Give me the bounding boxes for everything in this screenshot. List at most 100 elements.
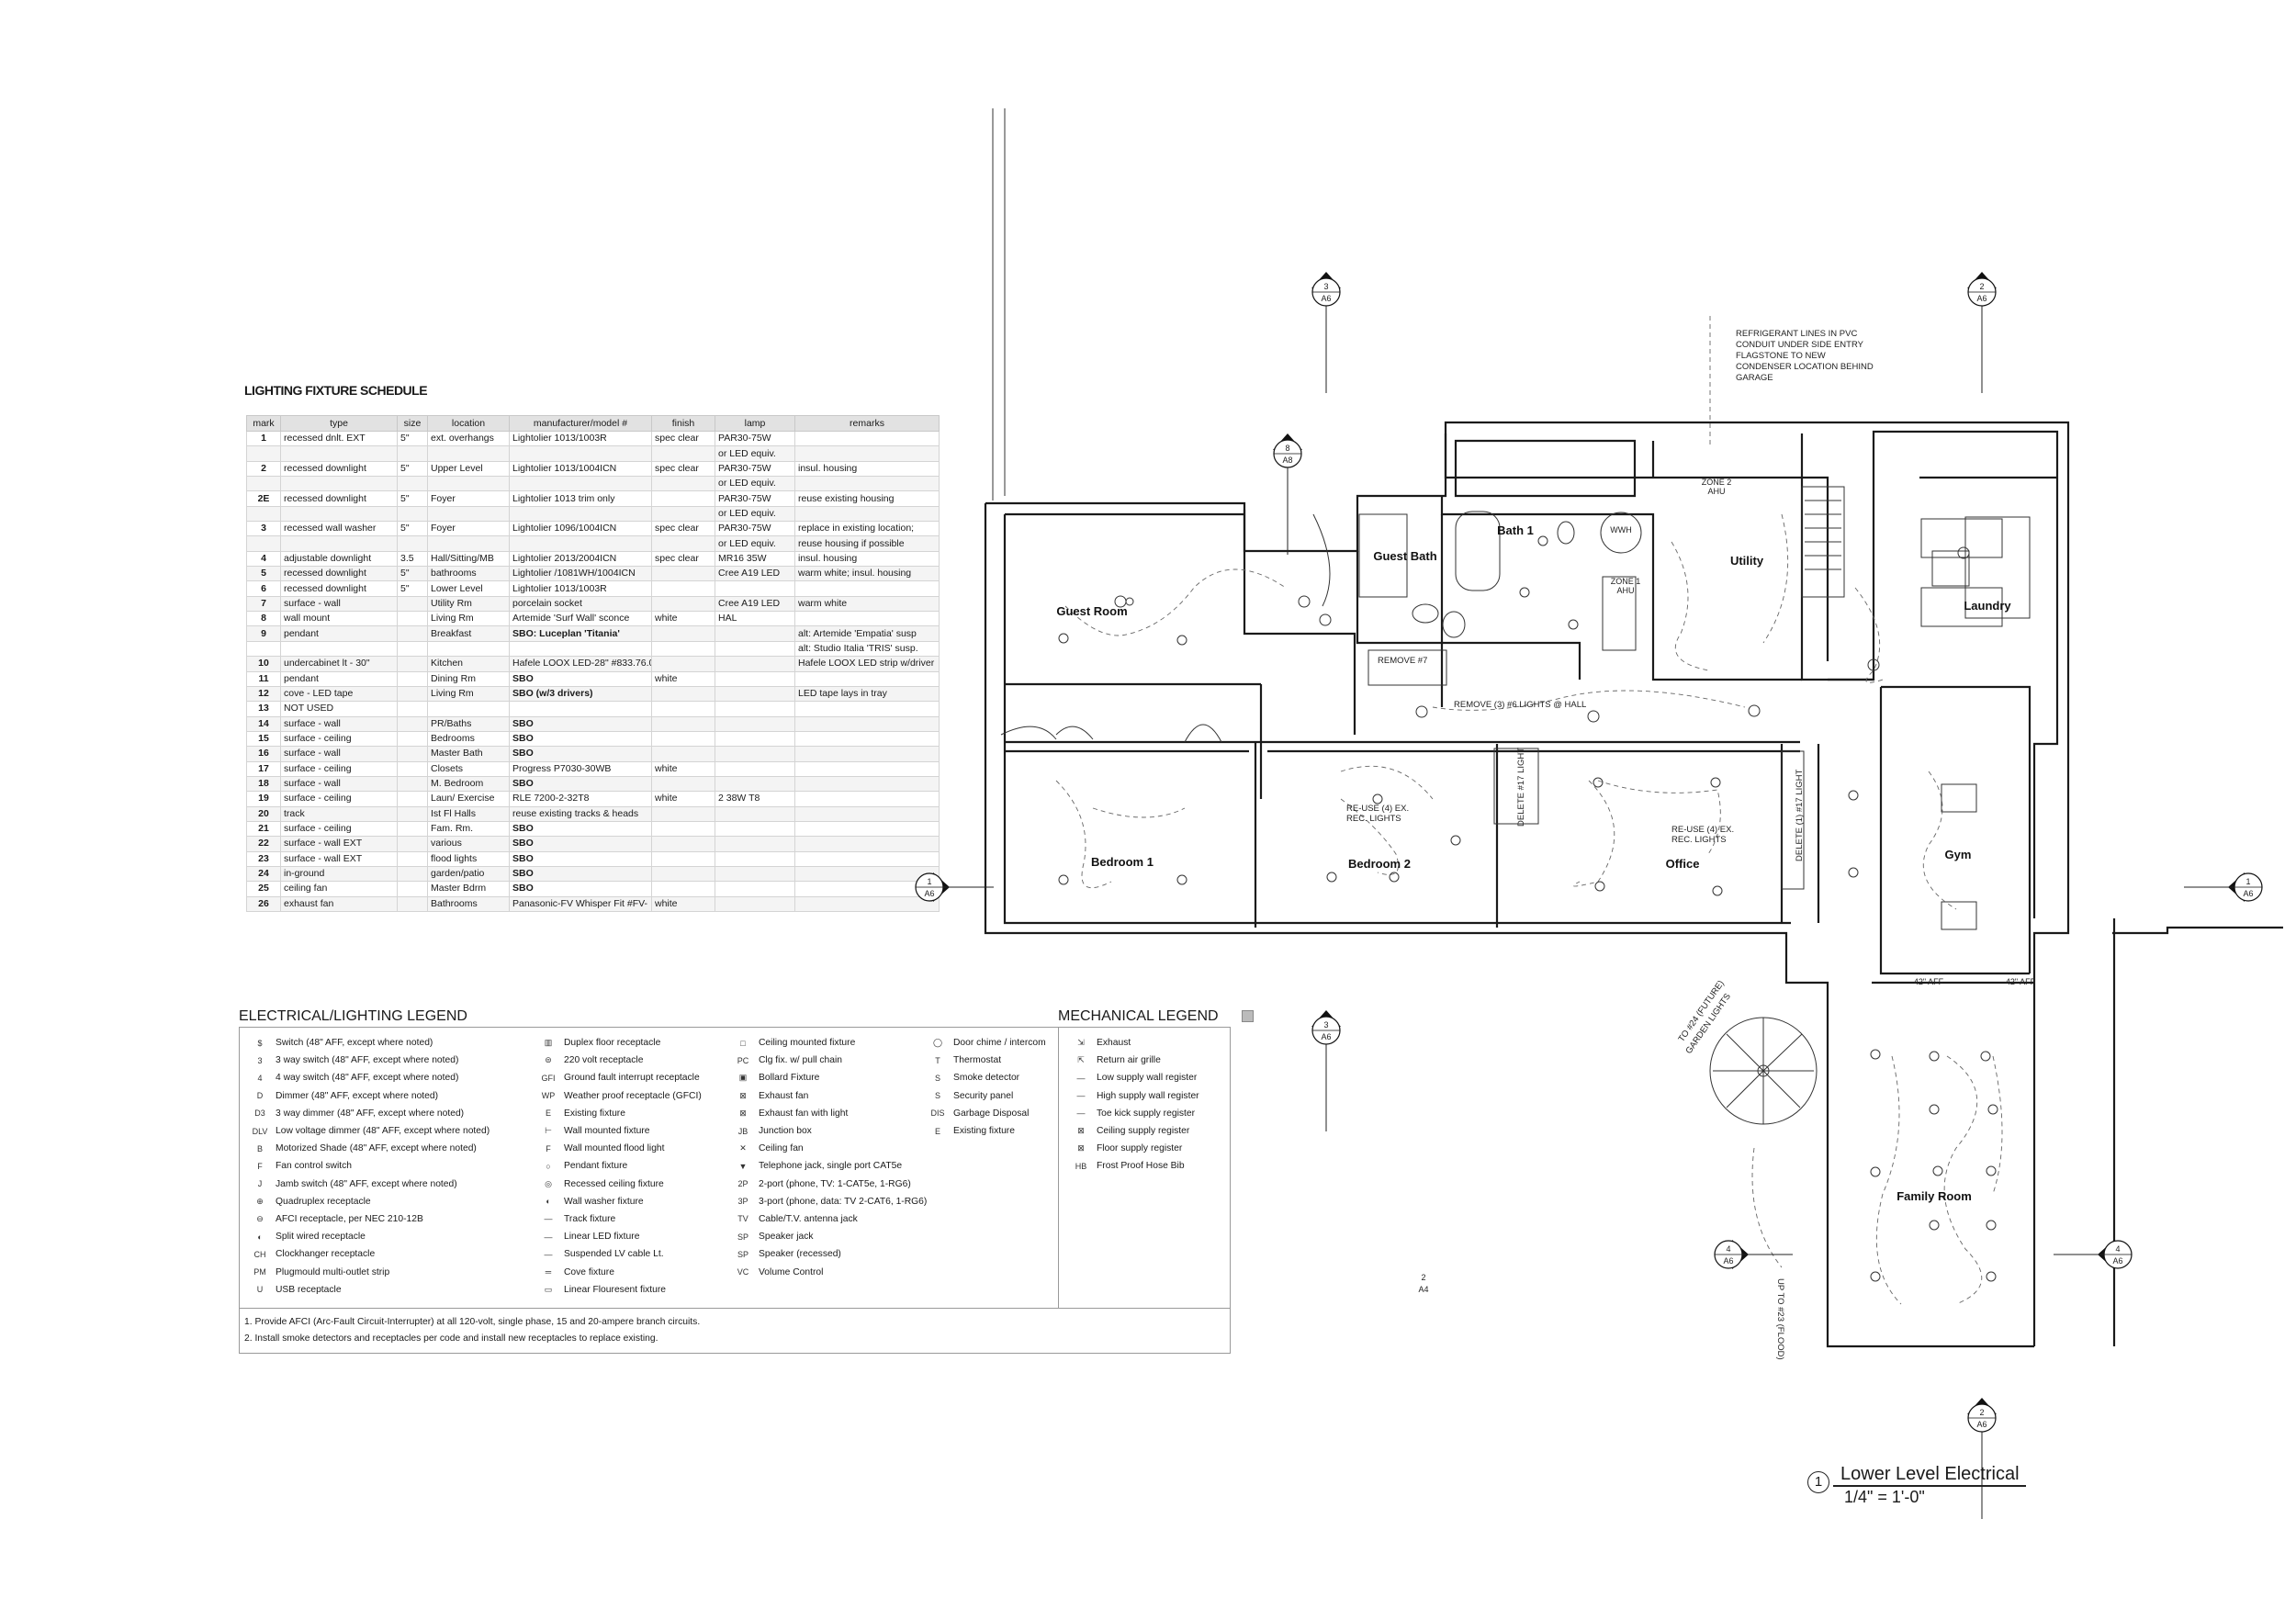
section-tag-sheet: A6 bbox=[2243, 889, 2253, 898]
legend-item: ○Pendant fixture bbox=[533, 1157, 702, 1175]
schedule-cell: undercabinet lt - 30" bbox=[280, 656, 398, 672]
legend-item: ▥Duplex floor receptacle bbox=[533, 1034, 702, 1052]
legend-symbol-icon: ▣ bbox=[738, 1073, 748, 1083]
legend-symbol-icon: WP bbox=[541, 1091, 556, 1101]
legend-item: —High supply wall register bbox=[1065, 1087, 1199, 1105]
remove-7-note: REMOVE #7 bbox=[1378, 656, 1427, 666]
legend-item: ⇱Return air grille bbox=[1065, 1052, 1199, 1069]
section-tag-number: 8 bbox=[1285, 444, 1289, 453]
legend-symbol-icon: ═ bbox=[545, 1267, 552, 1277]
legend-label: Low voltage dimmer (48" AFF, except wher… bbox=[276, 1126, 490, 1137]
schedule-cell: 16 bbox=[246, 746, 281, 762]
schedule-cell: 2 38W T8 bbox=[715, 791, 795, 807]
legend-note-1: 1. Provide AFCI (Arc-Fault Circuit-Inter… bbox=[244, 1317, 701, 1327]
legend-symbol-icon: ○ bbox=[546, 1161, 551, 1171]
schedule-cell: MR16 35W bbox=[715, 550, 795, 568]
zone2-label-b: AHU bbox=[1707, 487, 1725, 496]
drawing-title-underline bbox=[1833, 1485, 2026, 1487]
legend-item: —Linear LED fixture bbox=[533, 1228, 702, 1245]
schedule-cell bbox=[397, 505, 428, 523]
room-label-family-room: Family Room bbox=[1896, 1189, 1972, 1203]
schedule-header-cell: type bbox=[280, 415, 398, 432]
legend-item: —Track fixture bbox=[533, 1210, 702, 1228]
schedule-cell bbox=[397, 805, 428, 822]
legend-item: ◎Recessed ceiling fixture bbox=[533, 1176, 702, 1193]
schedule-cell: Lightolier 1013 trim only bbox=[509, 490, 652, 507]
schedule-cell bbox=[280, 476, 398, 492]
reuse-note-1a: RE-USE (4) EX. bbox=[1346, 804, 1409, 814]
electrical-legend-title: ELECTRICAL/LIGHTING LEGEND bbox=[239, 1008, 467, 1024]
legend-box bbox=[239, 1027, 1231, 1354]
legend-label: Door chime / intercom bbox=[953, 1038, 1046, 1049]
schedule-cell: Foyer bbox=[427, 490, 510, 507]
schedule-cell: white bbox=[651, 791, 715, 807]
legend-item: —Low supply wall register bbox=[1065, 1069, 1199, 1086]
refrigerant-note-1: REFRIGERANT LINES IN PVC bbox=[1736, 329, 1857, 339]
mechanical-legend-title: MECHANICAL LEGEND bbox=[1058, 1008, 1219, 1024]
room-label-bedroom2: Bedroom 2 bbox=[1348, 857, 1411, 871]
legend-symbol-icon: ▼ bbox=[738, 1161, 748, 1171]
drawing-title: Lower Level Electrical bbox=[1840, 1464, 2020, 1484]
legend-symbol-icon: DIS bbox=[930, 1108, 945, 1119]
schedule-cell: various bbox=[427, 836, 510, 852]
schedule-cell: Lightolier 2013/2004ICN bbox=[509, 550, 652, 568]
up-23-note: UP TO #23 (FLOOD) bbox=[1775, 1278, 1785, 1360]
table-row: or LED equiv. bbox=[246, 445, 940, 462]
legend-symbol-icon: DLV bbox=[252, 1126, 268, 1136]
schedule-cell: white bbox=[651, 895, 715, 913]
legend-symbol-icon: — bbox=[1076, 1073, 1086, 1083]
schedule-cell: bathrooms bbox=[427, 566, 510, 582]
schedule-cell bbox=[397, 445, 428, 462]
schedule-cell: flood lights bbox=[427, 850, 510, 867]
wwh-label: WWH bbox=[1610, 525, 1632, 534]
plan-notes: REFRIGERANT LINES IN PVC CONDUIT UNDER S… bbox=[1346, 316, 2036, 1360]
legend-column-2: ▥Duplex floor receptacle⊜220 volt recept… bbox=[533, 1034, 702, 1299]
legend-symbol-icon: ⊠ bbox=[1077, 1143, 1085, 1153]
schedule-cell bbox=[715, 775, 795, 793]
schedule-cell bbox=[397, 685, 428, 703]
legend-label: Linear Flouresent fixture bbox=[564, 1284, 667, 1295]
legend-label: Recessed ceiling fixture bbox=[564, 1178, 664, 1189]
legend-symbol-icon: 3 bbox=[257, 1055, 263, 1065]
legend-item: ⊠Floor supply register bbox=[1065, 1140, 1199, 1157]
schedule-cell: PAR30-75W bbox=[715, 430, 795, 447]
schedule-cell bbox=[794, 775, 940, 793]
legend-label: Ground fault interrupt receptacle bbox=[564, 1073, 700, 1084]
schedule-cell: RLE 7200-2-32T8 bbox=[509, 791, 652, 807]
schedule-cell bbox=[651, 685, 715, 703]
legend-item: ⊢Wall mounted fixture bbox=[533, 1122, 702, 1140]
fixture-symbols bbox=[1058, 535, 1998, 1282]
schedule-cell: Utility Rm bbox=[427, 595, 510, 613]
legend-symbol-icon: PC bbox=[737, 1055, 749, 1065]
schedule-cell: surface - wall EXT bbox=[280, 836, 398, 852]
legend-symbol-icon: ✕ bbox=[739, 1143, 747, 1153]
room-labels: Guest Room Guest Bath Bath 1 Utility Lau… bbox=[1056, 523, 2011, 1203]
reuse-note-2a: RE-USE (4) EX. bbox=[1671, 825, 1734, 835]
legend-label: Plugmould multi-outlet strip bbox=[276, 1266, 390, 1277]
legend-symbol-icon: 4 bbox=[257, 1073, 263, 1083]
schedule-cell bbox=[651, 505, 715, 523]
legend-symbol-icon: — bbox=[1076, 1091, 1086, 1101]
schedule-cell bbox=[427, 505, 510, 523]
section-tag-sheet: A6 bbox=[1976, 294, 1986, 303]
schedule-cell: Living Rm bbox=[427, 611, 510, 627]
legend-symbol-icon: ▭ bbox=[544, 1284, 553, 1294]
legend-label: 2-port (phone, TV: 1-CAT5e, 1-RG6) bbox=[759, 1178, 911, 1189]
table-row: or LED equiv. bbox=[246, 505, 940, 523]
